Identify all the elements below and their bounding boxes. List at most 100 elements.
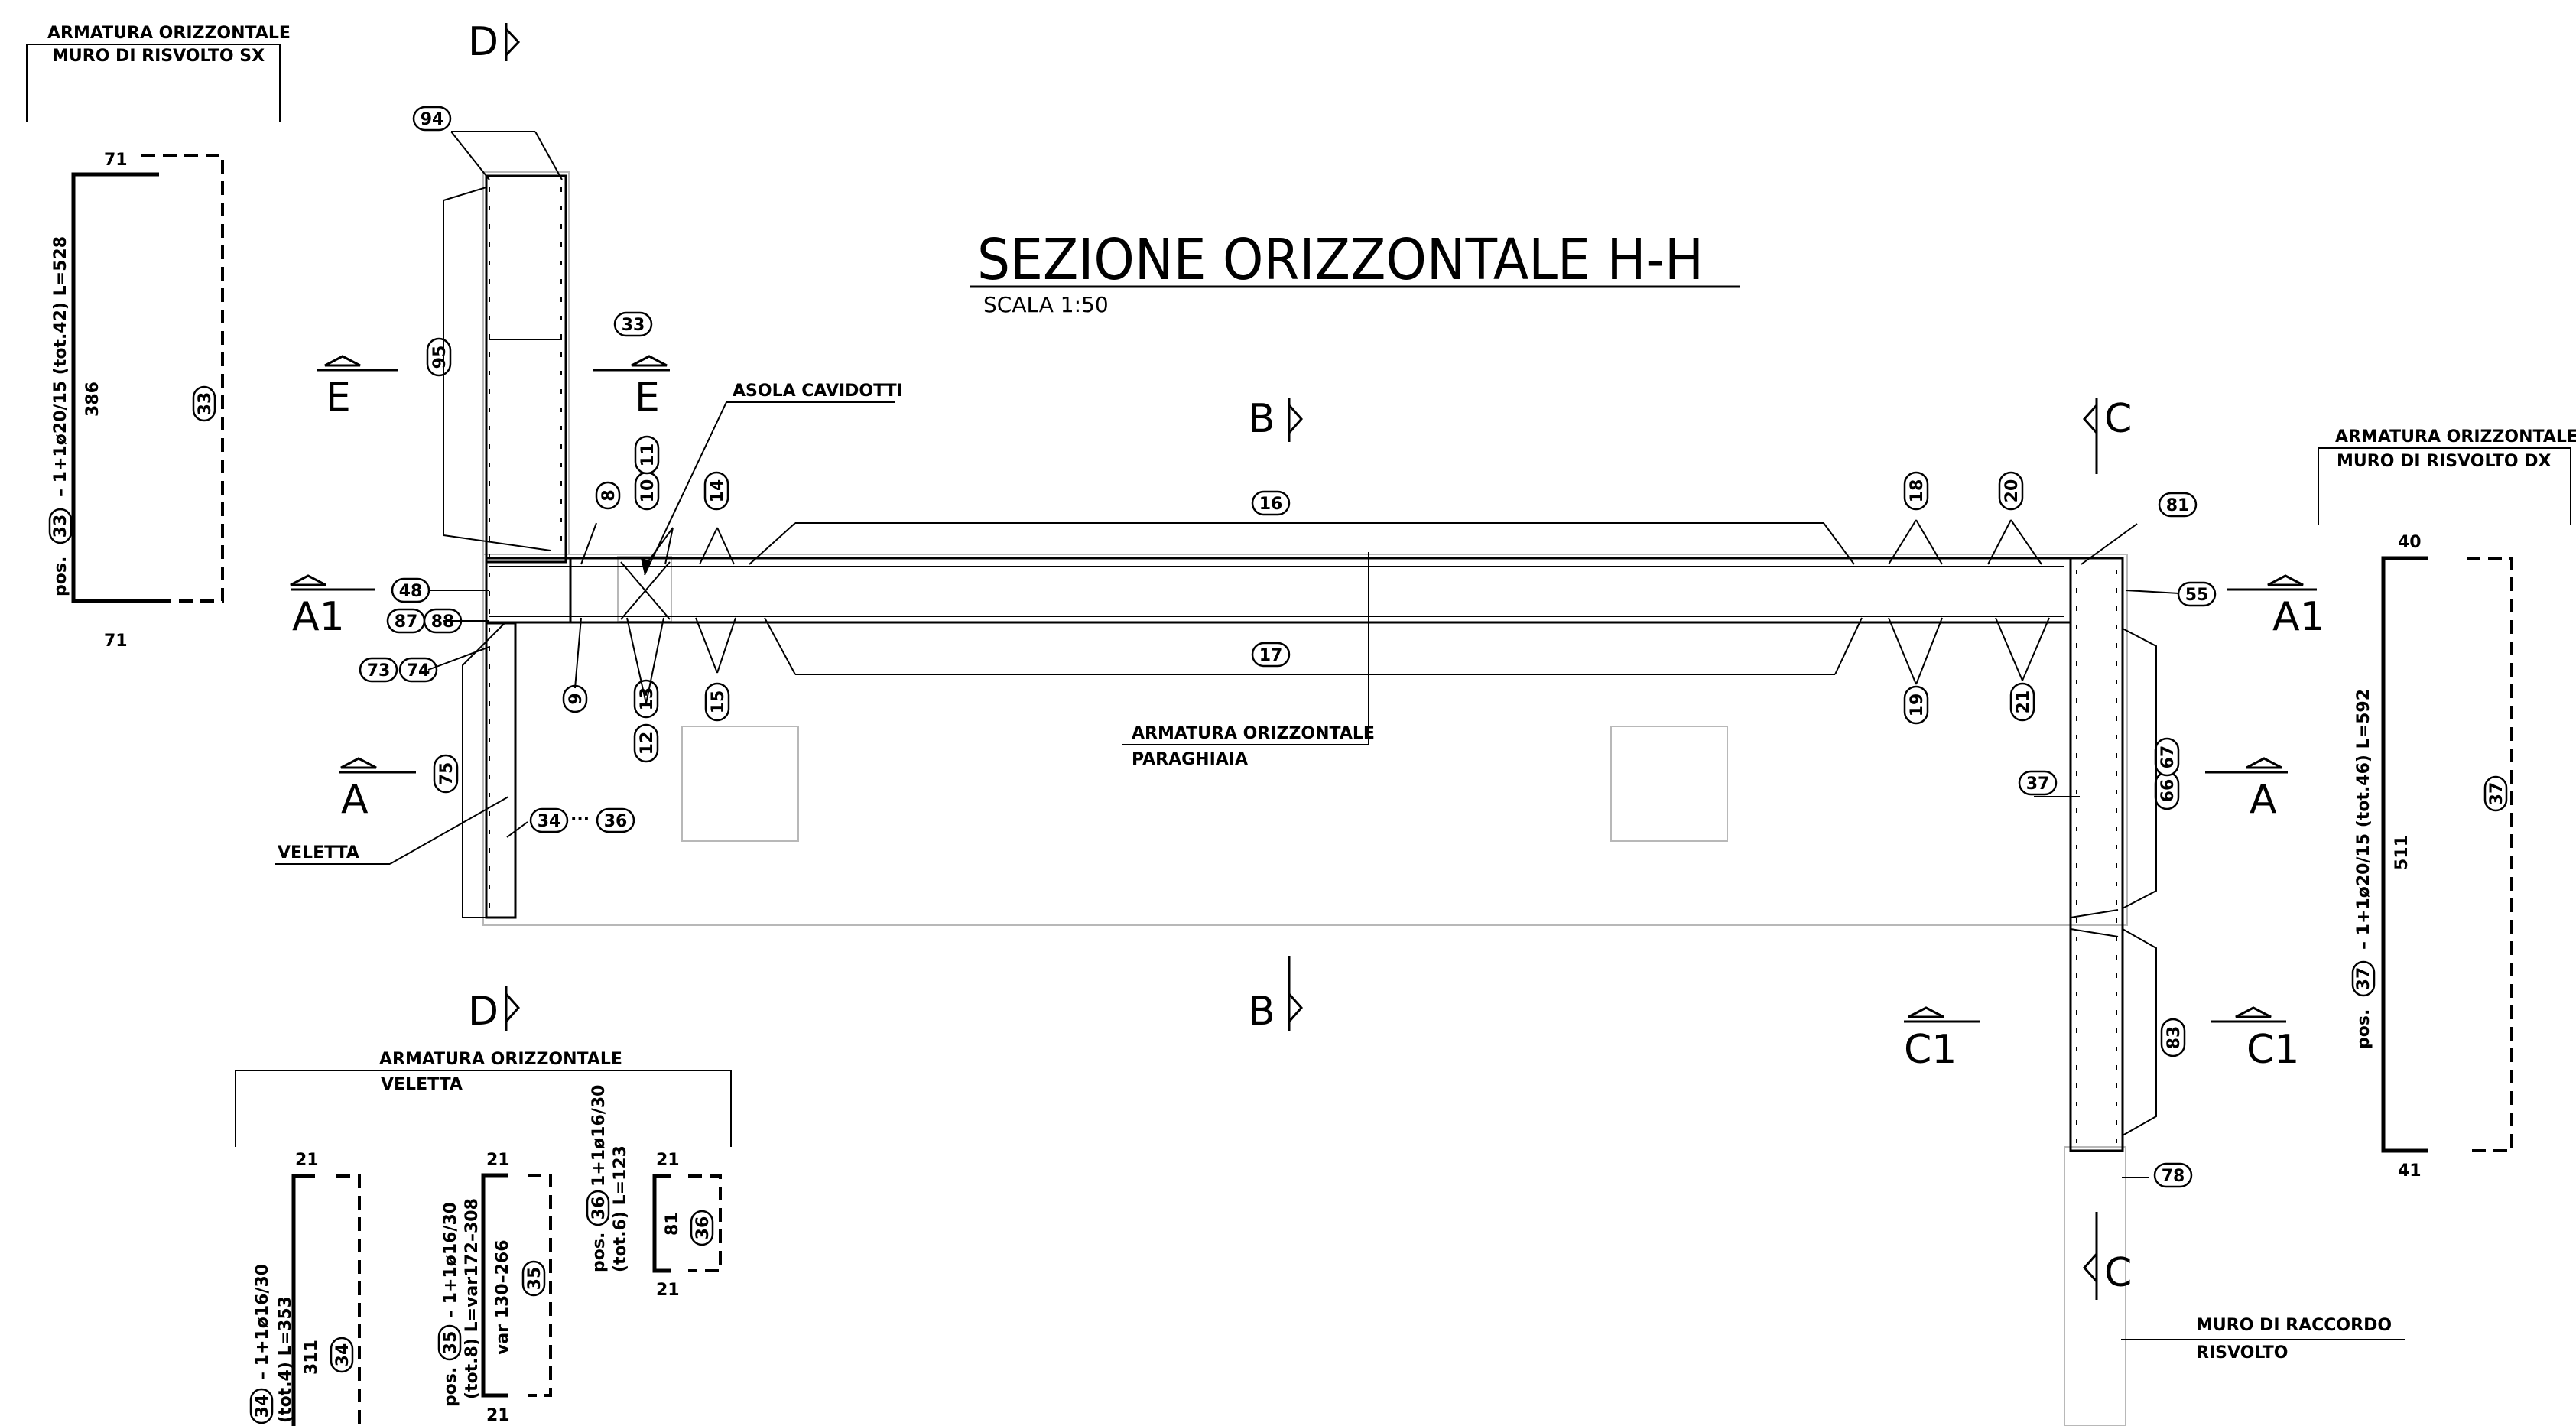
callout-94: 94 (412, 106, 452, 132)
bar-33-top: 71 (104, 151, 128, 170)
svg-text:88: 88 (431, 612, 455, 632)
section-B-bottom: B (1248, 989, 1275, 1035)
callout-87: 87 (386, 608, 426, 634)
bar-33-shape (71, 172, 159, 603)
callout-66: 66 (2154, 771, 2180, 810)
callout-83: 83 (2160, 1018, 2186, 1057)
schedule-sx-header-1: ARMATURA ORIZZONTALE (47, 24, 291, 43)
bar-33-bubble: 33 (192, 385, 216, 422)
callout-13: 13 (633, 679, 659, 719)
bar-35-bottom: 21 (486, 1406, 510, 1425)
callout-21: 21 (2009, 682, 2035, 722)
callout-36: 36 (596, 807, 635, 833)
bar-35-shape (481, 1173, 508, 1398)
schedule-veletta: ARMATURA ORIZZONTALE VELETTA 21 311 34 3… (235, 1050, 732, 1426)
plan-structure (482, 171, 2128, 1426)
bar-37-top: 40 (2398, 533, 2422, 552)
svg-text:– 1+1ø16/30: – 1+1ø16/30 (253, 1264, 272, 1380)
svg-text:pos.: pos. (2354, 1009, 2373, 1049)
callout-14: 14 (703, 471, 729, 511)
bar-34-bubble: 34 (330, 1337, 354, 1373)
callout-12: 12 (633, 723, 659, 763)
svg-text:15: 15 (709, 690, 728, 714)
bar-34-position-note: 34 – 1+1ø16/30 (tot.4) L=353 (249, 1264, 295, 1424)
label-raccordo-2: RISVOLTO (2196, 1343, 2288, 1363)
svg-text:83: 83 (2165, 1026, 2184, 1050)
callout-8: 8 (595, 481, 621, 510)
svg-text:(tot.4) L=353: (tot.4) L=353 (276, 1296, 295, 1423)
svg-text:87: 87 (395, 612, 418, 632)
schedule-dx-header-1: ARMATURA ORIZZONTALE (2335, 427, 2576, 447)
svg-text:pos.: pos. (441, 1367, 460, 1407)
callout-16: 16 (1251, 490, 1291, 516)
svg-text:34: 34 (538, 812, 561, 831)
svg-text:21: 21 (2014, 690, 2033, 714)
callout-48: 48 (391, 577, 430, 603)
svg-text:– 1+1ø16/30: – 1+1ø16/30 (441, 1202, 460, 1318)
bar-36-position-note: pos. 36 1+1ø16/30 (tot.6) L=123 (586, 1085, 630, 1272)
bar-34-shape-dashed (336, 1174, 361, 1426)
bar-35-top: 21 (486, 1151, 510, 1170)
callout-10: 10 (634, 471, 660, 511)
svg-text:74: 74 (407, 661, 430, 681)
svg-text:pos.: pos. (590, 1233, 609, 1272)
bar-36-shape (652, 1174, 671, 1273)
section-A1-right: A1 (2272, 594, 2325, 640)
svg-text:20: 20 (2003, 479, 2022, 503)
svg-text:94: 94 (421, 110, 444, 129)
svg-text:37: 37 (2354, 967, 2373, 991)
svg-text:17: 17 (1259, 646, 1283, 665)
svg-text:48: 48 (399, 582, 423, 601)
callout-15: 15 (704, 682, 730, 722)
bar-33-position-note: pos. 33 – 1+1ø20/15 (tot.42) L=528 (48, 236, 73, 596)
svg-text:66: 66 (2159, 779, 2178, 803)
section-E-left: E (326, 375, 351, 421)
svg-text:11: 11 (638, 443, 658, 467)
svg-text:(tot.8) L=var172–308: (tot.8) L=var172–308 (463, 1198, 482, 1399)
svg-text:10: 10 (638, 479, 658, 503)
callout-9: 9 (562, 684, 588, 713)
callout-95: 95 (426, 337, 452, 377)
callout-55: 55 (2177, 581, 2217, 607)
svg-text:– 1+1ø20/15 (tot.42) L=528: – 1+1ø20/15 (tot.42) L=528 (51, 236, 70, 497)
svg-text:34: 34 (253, 1395, 272, 1418)
section-B-top: B (1248, 396, 1275, 442)
section-E-right: E (635, 375, 660, 421)
section-A-right: A (2250, 777, 2277, 823)
svg-text:36: 36 (694, 1216, 713, 1240)
svg-text:1+1ø16/30: 1+1ø16/30 (590, 1085, 609, 1187)
callout-67: 67 (2154, 737, 2180, 777)
rebar-outlines (443, 187, 2157, 1136)
section-C1-left: C1 (1904, 1027, 1957, 1073)
wall-paraghiaia (485, 557, 2072, 624)
bar-35-length: var 130–266 (493, 1239, 512, 1355)
svg-text:(tot.6) L=123: (tot.6) L=123 (611, 1145, 630, 1272)
section-C1-right: C1 (2246, 1027, 2299, 1073)
svg-text:37: 37 (2026, 775, 2050, 794)
bar-33-shape-dashed (141, 154, 224, 603)
bar-36-top: 21 (656, 1151, 680, 1170)
bar-36-length: 81 (663, 1212, 682, 1236)
schedule-dx-header-2: MURO DI RISVOLTO DX (2337, 452, 2551, 471)
section-D-top: D (468, 19, 499, 65)
callout-73: 73 (359, 657, 398, 683)
section-C-bottom: C (2104, 1250, 2132, 1296)
label-paraghiaia-2: PARAGHIAIA (1132, 750, 1248, 769)
wall-veletta (485, 174, 567, 564)
schedule-veletta-header-2: VELETTA (381, 1075, 463, 1094)
callout-74: 74 (398, 657, 438, 683)
svg-text:67: 67 (2159, 745, 2178, 769)
leader-labels: ASOLA CAVIDOTTI ARMATURA ORIZZONTALE PAR… (275, 382, 2405, 1363)
callout-37: 37 (2018, 770, 2058, 796)
svg-text:73: 73 (367, 661, 391, 681)
svg-text:18: 18 (1908, 479, 1927, 503)
svg-text:9: 9 (567, 693, 586, 704)
svg-text:78: 78 (2162, 1167, 2185, 1186)
bar-37-bubble: 37 (2483, 775, 2508, 812)
label-asola-cavidotti: ASOLA CAVIDOTTI (733, 382, 903, 401)
callout-19: 19 (1903, 685, 1929, 725)
svg-text:55: 55 (2185, 586, 2209, 605)
bar-36-bubble: 36 (690, 1210, 714, 1246)
callout-range-dots: ··· (570, 810, 590, 829)
bar-37-length: 511 (2392, 835, 2412, 870)
